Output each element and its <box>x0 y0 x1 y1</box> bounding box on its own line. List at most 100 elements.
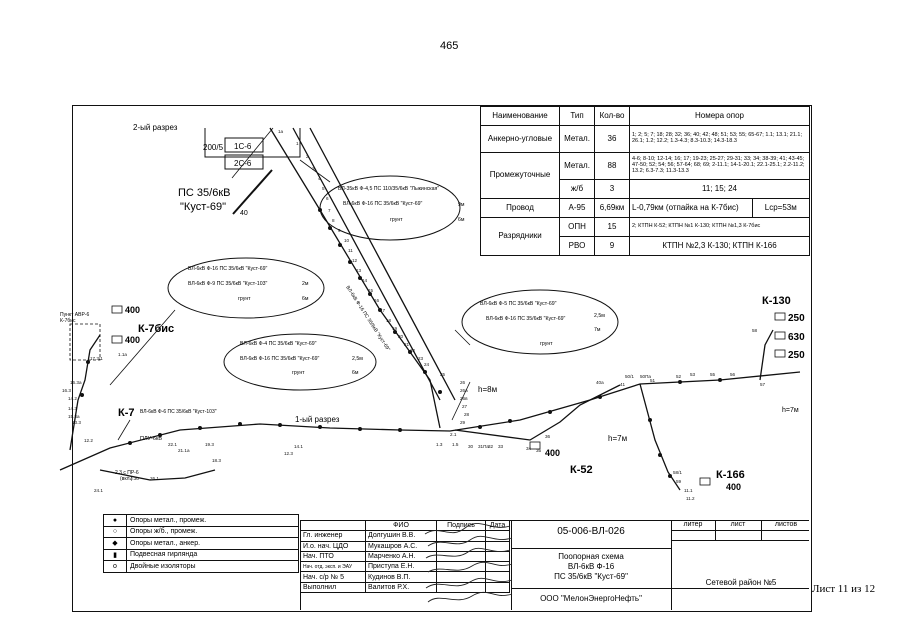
arr-nums-1: 2; КТПН К-52; КТПН №1 К-130; КТПН №1,3 К… <box>629 217 810 237</box>
pole-label: 27 <box>462 404 468 409</box>
pole-label: 1.1а <box>118 352 127 357</box>
pole-label: 58 <box>752 328 758 333</box>
pole-label: 16.3 <box>62 388 71 393</box>
legend-symbol: ▮ <box>103 548 127 561</box>
pole-label: 59 <box>676 479 682 484</box>
arr-type-1: ОПН <box>559 217 595 237</box>
pole-label: 25 <box>440 372 446 377</box>
pole-label: 1 <box>296 141 299 146</box>
pole-label: 15 <box>368 288 374 293</box>
k166-label: К-166 <box>716 469 745 481</box>
pole-label: 26в <box>460 396 468 401</box>
anchor-nums: 1; 2; 5; 7; 18; 28; 32; 36; 40; 42; 48; … <box>629 125 810 153</box>
vl-k7-label: ВЛ-6кВ Ф-6 ПС 35/6кВ "Куст-103" <box>140 409 217 415</box>
pole-label: 17.3/1 <box>90 356 103 361</box>
kva-630: 630 <box>788 332 805 343</box>
vl-along-line: ВЛ-6кВ Ф-16 ПС 35/6кВ "Куст-69" <box>344 285 391 353</box>
callout3-r3: грунт <box>292 370 305 376</box>
callout2-r1: ВЛ-6кВ Ф-16 ПС 35/6кВ "Куст-69" <box>188 266 268 272</box>
legend-text: Опоры метал., промеж. <box>126 514 299 527</box>
pole-label: 26 <box>460 380 466 385</box>
pole-label: 41 <box>620 382 626 387</box>
hdr-list: лист <box>730 521 746 528</box>
callout4-r2: ВЛ-6кВ Ф-16 ПС 35/6кВ "Куст-69" <box>486 316 566 322</box>
razrez1-label: 1-ый разрез <box>295 415 340 424</box>
branch-k52 <box>454 384 621 441</box>
callout3-r2v: 2,5м <box>352 356 363 362</box>
legend-symbol: ○ <box>103 525 127 538</box>
doc-code: 05-006-ВЛ-026 <box>557 526 625 537</box>
summary-table: Наименование Тип Кол-во Номера опор Анке… <box>480 106 811 256</box>
pole-label: 2 <box>306 154 309 159</box>
punkt-avr: Пункт АВР-6 <box>60 312 89 318</box>
pole-label: 11 <box>348 248 353 253</box>
role: Нач. с/р № 5 <box>300 571 366 583</box>
k7bis-label: К-7бис <box>138 323 174 335</box>
k7-label: К-7 <box>118 407 135 419</box>
pole-label: 22.1 <box>168 442 177 447</box>
pole-40: 40 <box>240 210 248 217</box>
pole-label: 35 <box>536 448 542 453</box>
kva-400-k166: 400 <box>726 482 741 492</box>
pole-label: 36 <box>545 434 551 439</box>
pole-label: 15.3а <box>68 414 80 419</box>
cell-1c6: 1С-6 <box>234 142 252 151</box>
pole-label: 14.2 <box>68 396 77 401</box>
pole-label: 7 <box>328 208 331 213</box>
inter-nums-1: 4-6; 8-10; 12-14; 16; 17; 19-23; 25-27; … <box>629 152 810 180</box>
legend-table: ●Опоры метал., промеж. ○Опоры ж/б., пром… <box>103 514 299 573</box>
callout3-r3v: 6м <box>352 370 359 376</box>
pole-label: 16.3а <box>70 380 82 385</box>
pole-label: 29 <box>460 420 466 425</box>
pole-label: 33 <box>498 444 504 449</box>
pole-label: 16 <box>374 298 380 303</box>
anchor-qty: 36 <box>594 125 630 153</box>
arr-nums-2: КТПН №2,3 К-130; КТПН К-166 <box>629 236 810 256</box>
pole-label: 26а <box>460 388 468 393</box>
arr-name: Разрядники <box>480 217 560 256</box>
pole-label: 3 <box>312 166 315 171</box>
pole-label: 58/1 <box>673 470 682 475</box>
kva-400-k52: 400 <box>545 448 560 458</box>
pole-label: 10 <box>344 238 350 243</box>
kva-250-1: 250 <box>788 313 805 324</box>
pole-label: 23 <box>418 356 424 361</box>
legend-text: Опоры ж/б., промеж. <box>126 525 299 538</box>
callout2-r2: ВЛ-6кВ Ф-9 ПС 35/6кВ "Куст-103" <box>188 281 268 287</box>
legend-text: Двойные изоляторы <box>126 560 299 573</box>
pole-label: 52 <box>676 374 682 379</box>
role: Гл. инженер <box>300 530 366 542</box>
kva-400-k7bis-2: 400 <box>125 335 140 345</box>
callout1-r1: ВЛ-35кВ Ф-4,5 ПС 110/35/6кВ "Лыкинская" <box>338 186 439 192</box>
pole-label: 34 <box>526 446 532 451</box>
pole-label: 2.1 <box>450 432 457 437</box>
pole-label: 12.2 <box>84 438 93 443</box>
pole-label: 13.3 <box>72 420 81 425</box>
kva-250-2: 250 <box>788 350 805 361</box>
callout4-r3: грунт <box>540 341 553 347</box>
pole-label: 19 <box>392 326 398 331</box>
pole-label: 57 <box>760 382 766 387</box>
pole-label: 31Па <box>478 444 489 449</box>
pole-label: 21.1а <box>178 448 190 453</box>
pole-label: 17 <box>380 308 386 313</box>
pole-label: 51 <box>650 378 656 383</box>
doc-title-2: ВЛ-6кВ Ф-16 <box>567 562 615 571</box>
branch-south <box>99 469 216 481</box>
inter-nums-2: 11; 15; 24 <box>629 179 810 199</box>
inter-name: Промежуточные <box>480 152 560 199</box>
doc-title-1: Поопорная схема <box>558 552 624 561</box>
arr-type-2: РВО <box>559 236 595 256</box>
role: Нач. отд. эксп. и ЭАУ <box>300 561 366 573</box>
network-district: Сетевой район №5 <box>705 578 777 587</box>
wire-lcp: Lср=53м <box>751 198 811 218</box>
pole-label: 8 <box>332 218 335 223</box>
height-7m-1: h=7м <box>608 434 627 443</box>
pole-label: 18 <box>386 318 392 323</box>
diagonal-line <box>269 127 441 429</box>
callout4-r1: ВЛ-6кВ Ф-5 ПС 35/6кВ "Куст-69" <box>480 301 557 307</box>
anchor-name: Анкерно-угловые <box>480 125 560 153</box>
pole-label: 40а <box>596 380 604 385</box>
